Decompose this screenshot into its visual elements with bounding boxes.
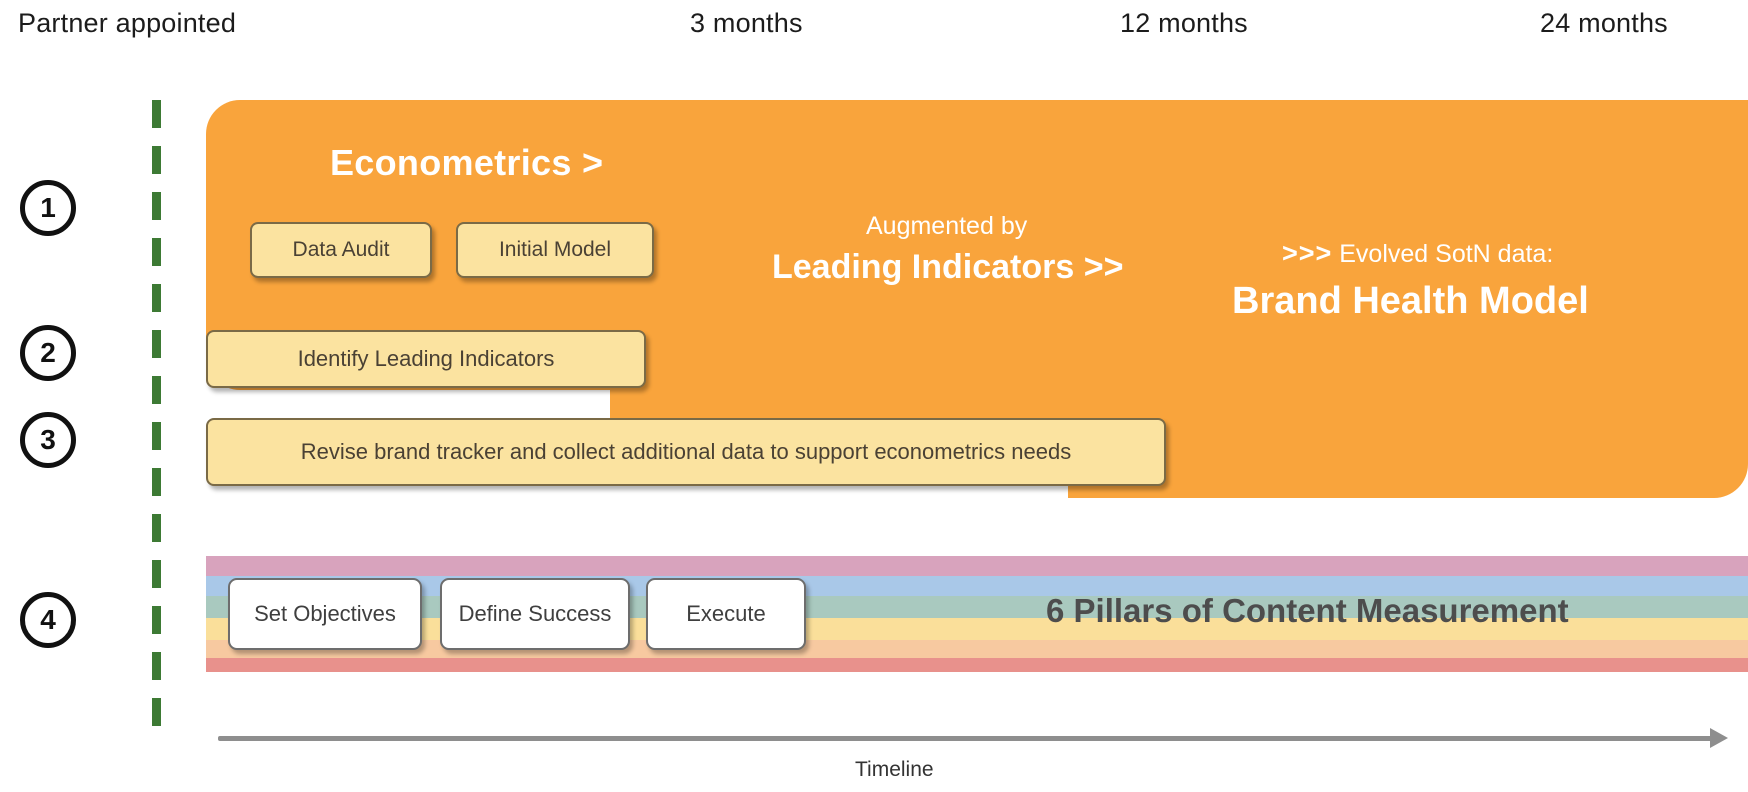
pillar-stripe-1 (206, 556, 1748, 576)
orange-band-phase-3 (1068, 100, 1748, 498)
econometrics-title: Econometrics > (330, 142, 604, 183)
timeline-arrow-icon (1710, 728, 1728, 748)
evolved-sotn-text: Evolved SotN data: (1332, 240, 1554, 268)
step-set-objectives[interactable]: Set Objectives (228, 578, 422, 650)
pillar-stripe-6 (206, 658, 1748, 672)
step-define-success[interactable]: Define Success (440, 578, 630, 650)
task-identify-leading-indicators[interactable]: Identify Leading Indicators (206, 330, 646, 388)
timeline-axis-label: Timeline (855, 758, 934, 781)
step-execute[interactable]: Execute (646, 578, 806, 650)
row-number-4: 4 (20, 592, 76, 648)
project-start-dashed-line (152, 100, 161, 730)
timeline-axis-line (218, 736, 1718, 741)
milestone-3-months: 3 months (690, 8, 803, 38)
six-pillars-striped-bar (206, 556, 1748, 672)
task-data-audit[interactable]: Data Audit (250, 222, 432, 278)
evolved-sotn-label: >>> Evolved SotN data: (1282, 238, 1553, 269)
task-revise-brand-tracker[interactable]: Revise brand tracker and collect additio… (206, 418, 1166, 486)
leading-indicators-label: Leading Indicators >> (772, 248, 1124, 286)
milestone-partner-appointed: Partner appointed (18, 8, 237, 38)
milestone-12-months: 12 months (1120, 8, 1248, 38)
chevron-right-icon: >>> (1282, 238, 1333, 268)
row-number-2: 2 (20, 325, 76, 381)
augmented-by-label: Augmented by (866, 212, 1028, 240)
task-initial-model[interactable]: Initial Model (456, 222, 654, 278)
row-number-3: 3 (20, 412, 76, 468)
pillar-stripe-5 (206, 640, 1748, 658)
row-number-1: 1 (20, 180, 76, 236)
six-pillars-title: 6 Pillars of Content Measurement (1046, 592, 1569, 629)
brand-health-model-label: Brand Health Model (1232, 280, 1589, 322)
milestone-24-months: 24 months (1540, 8, 1668, 38)
